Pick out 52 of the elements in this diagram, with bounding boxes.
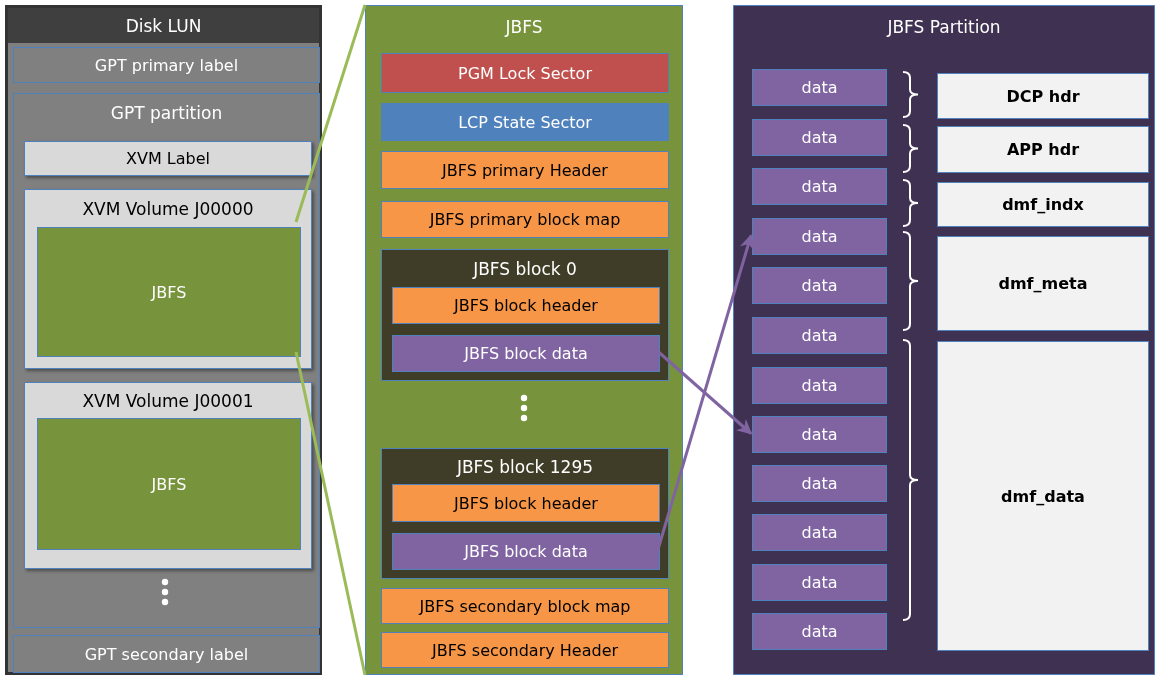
header-bar: JBFS secondary block map [381,588,669,624]
sector-bar: LCP State Sector [381,103,669,141]
connector-line [294,351,367,676]
data-block: data [752,613,887,650]
section-block: dmf_meta [937,236,1149,331]
data-block: JBFS block data [392,335,660,372]
panel-title: GPT partition [109,102,224,125]
panel-title: JBFS [503,16,544,39]
label-bar: GPT primary label [13,47,320,83]
section-block: dmf_data [937,341,1149,651]
data-block: data [752,267,887,304]
sector-bar: PGM Lock Sector [381,53,669,93]
label-bar [13,93,320,628]
block-panel [381,249,669,381]
section-block: dmf_indx [937,182,1149,227]
data-block: data [752,564,887,601]
data-block: JBFS block data [392,533,660,570]
connector-line [294,4,367,223]
volume-panel: XVM Label [24,141,312,176]
disk-panel [5,5,322,675]
header-bar: JBFS primary Header [381,151,669,189]
data-block: data [752,168,887,205]
section-block: DCP hdr [937,73,1149,119]
data-block: data [752,514,887,551]
filesystem-panel: JBFS [37,418,301,550]
header-bar: JBFS secondary Header [381,632,669,668]
data-block: data [752,317,887,354]
panel-title: JBFS block 1295 [455,455,595,479]
filesystem-panel: JBFS [37,227,301,357]
panel-title: XVM Volume J00001 [81,389,255,413]
header-bar: JBFS block header [392,287,660,324]
partition-panel [733,5,1155,675]
panel-title: XVM Volume J00000 [81,197,255,221]
volume-panel [24,382,312,569]
panel-title: JBFS block 0 [471,257,578,281]
data-block: data [752,416,887,453]
data-block: data [752,119,887,156]
data-block: data [752,69,887,106]
arrow [656,234,755,550]
panel-title: JBFS Partition [885,16,1002,39]
data-block: data [752,218,887,255]
filesystem-panel [365,5,683,675]
panel-header: Disk LUN [8,8,319,43]
arrow [657,350,753,435]
data-block: data [752,465,887,502]
block-panel [381,448,669,579]
label-bar: GPT secondary label [13,635,320,673]
volume-panel [24,189,312,369]
header-bar: JBFS primary block map [381,201,669,238]
section-block: APP hdr [937,126,1149,173]
data-block: data [752,367,887,404]
header-bar: JBFS block header [392,484,660,522]
